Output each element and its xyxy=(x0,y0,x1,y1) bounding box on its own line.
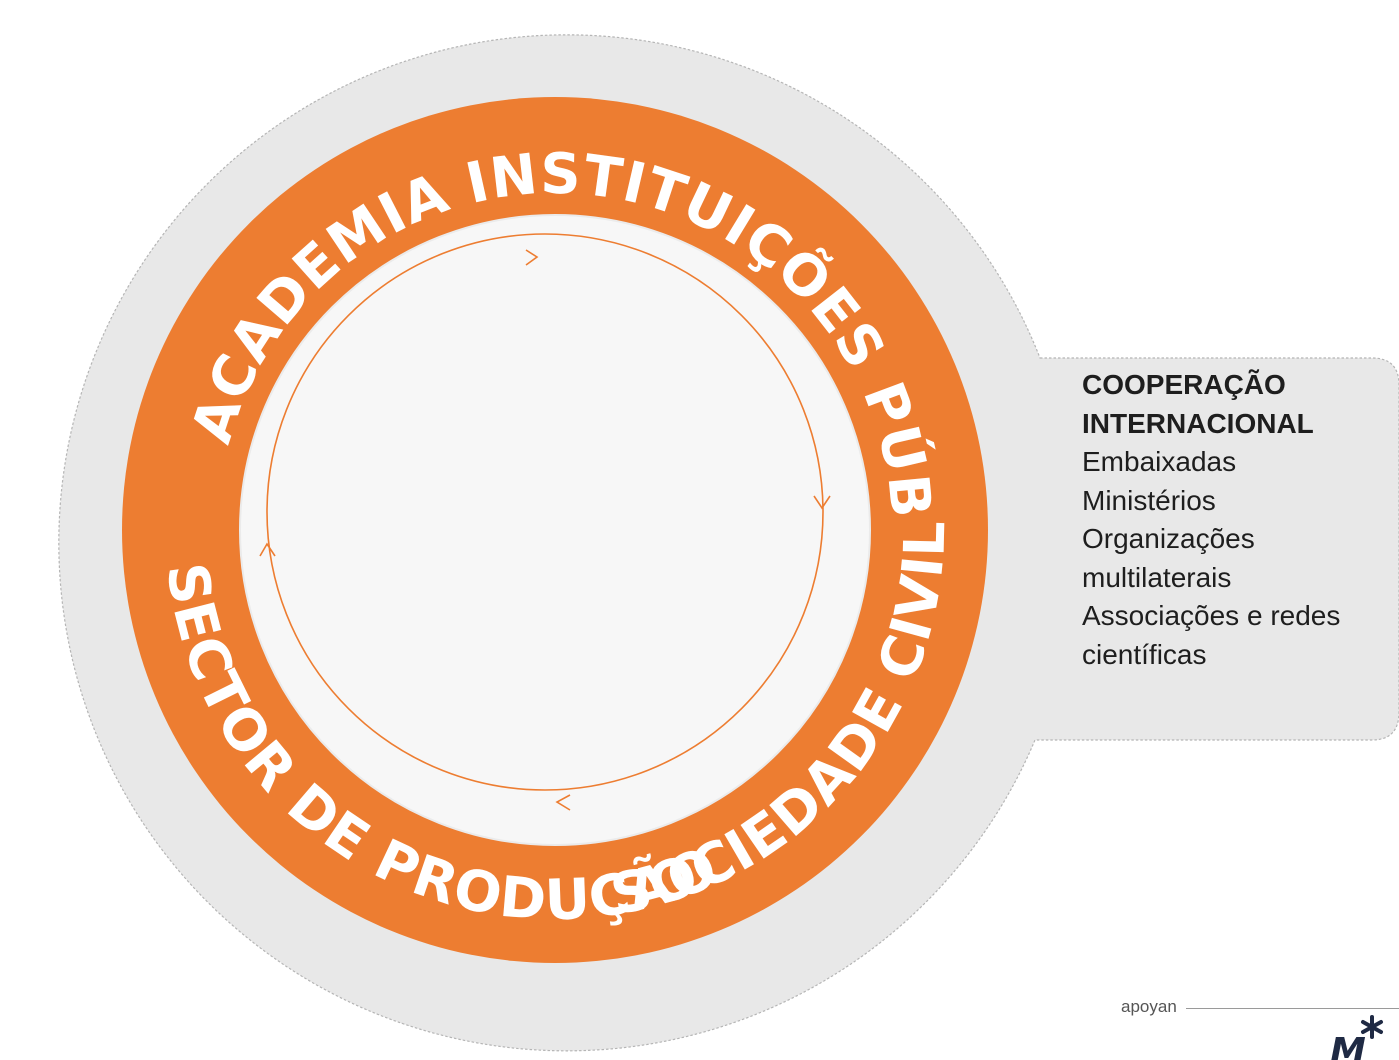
footer-divider xyxy=(1186,1008,1399,1009)
cycle-arrow-icon xyxy=(555,794,571,811)
cycle-arrow-icon xyxy=(259,542,276,557)
side-title-line1: COOPERAÇÃO xyxy=(1082,369,1286,400)
supported-by-label: apoyan xyxy=(1121,997,1177,1016)
sponsor-logo-letter: M xyxy=(1330,1031,1366,1060)
cycle-arrow-icon xyxy=(813,495,831,510)
asterisk-icon xyxy=(1361,1015,1383,1039)
side-item: multilaterais xyxy=(1082,561,1232,593)
cycle-arrow-icon xyxy=(525,249,539,266)
side-item: Organizações xyxy=(1082,523,1255,554)
cycle-circle xyxy=(266,233,824,791)
side-title-line2: INTERNACIONAL xyxy=(1082,407,1314,439)
side-item: científicas xyxy=(1082,638,1207,670)
inner-circle xyxy=(239,214,871,846)
side-item: Embaixadas xyxy=(1082,446,1237,477)
sponsor-logo-graphic: M xyxy=(1330,1015,1383,1060)
side-item: Associações e redes xyxy=(1082,600,1341,631)
side-panel: COOPERAÇÃO INTERNACIONAL Embaixadas Mini… xyxy=(1082,366,1392,674)
sponsor-logo: M xyxy=(1330,1015,1399,1060)
side-item: Ministérios xyxy=(1082,484,1216,516)
